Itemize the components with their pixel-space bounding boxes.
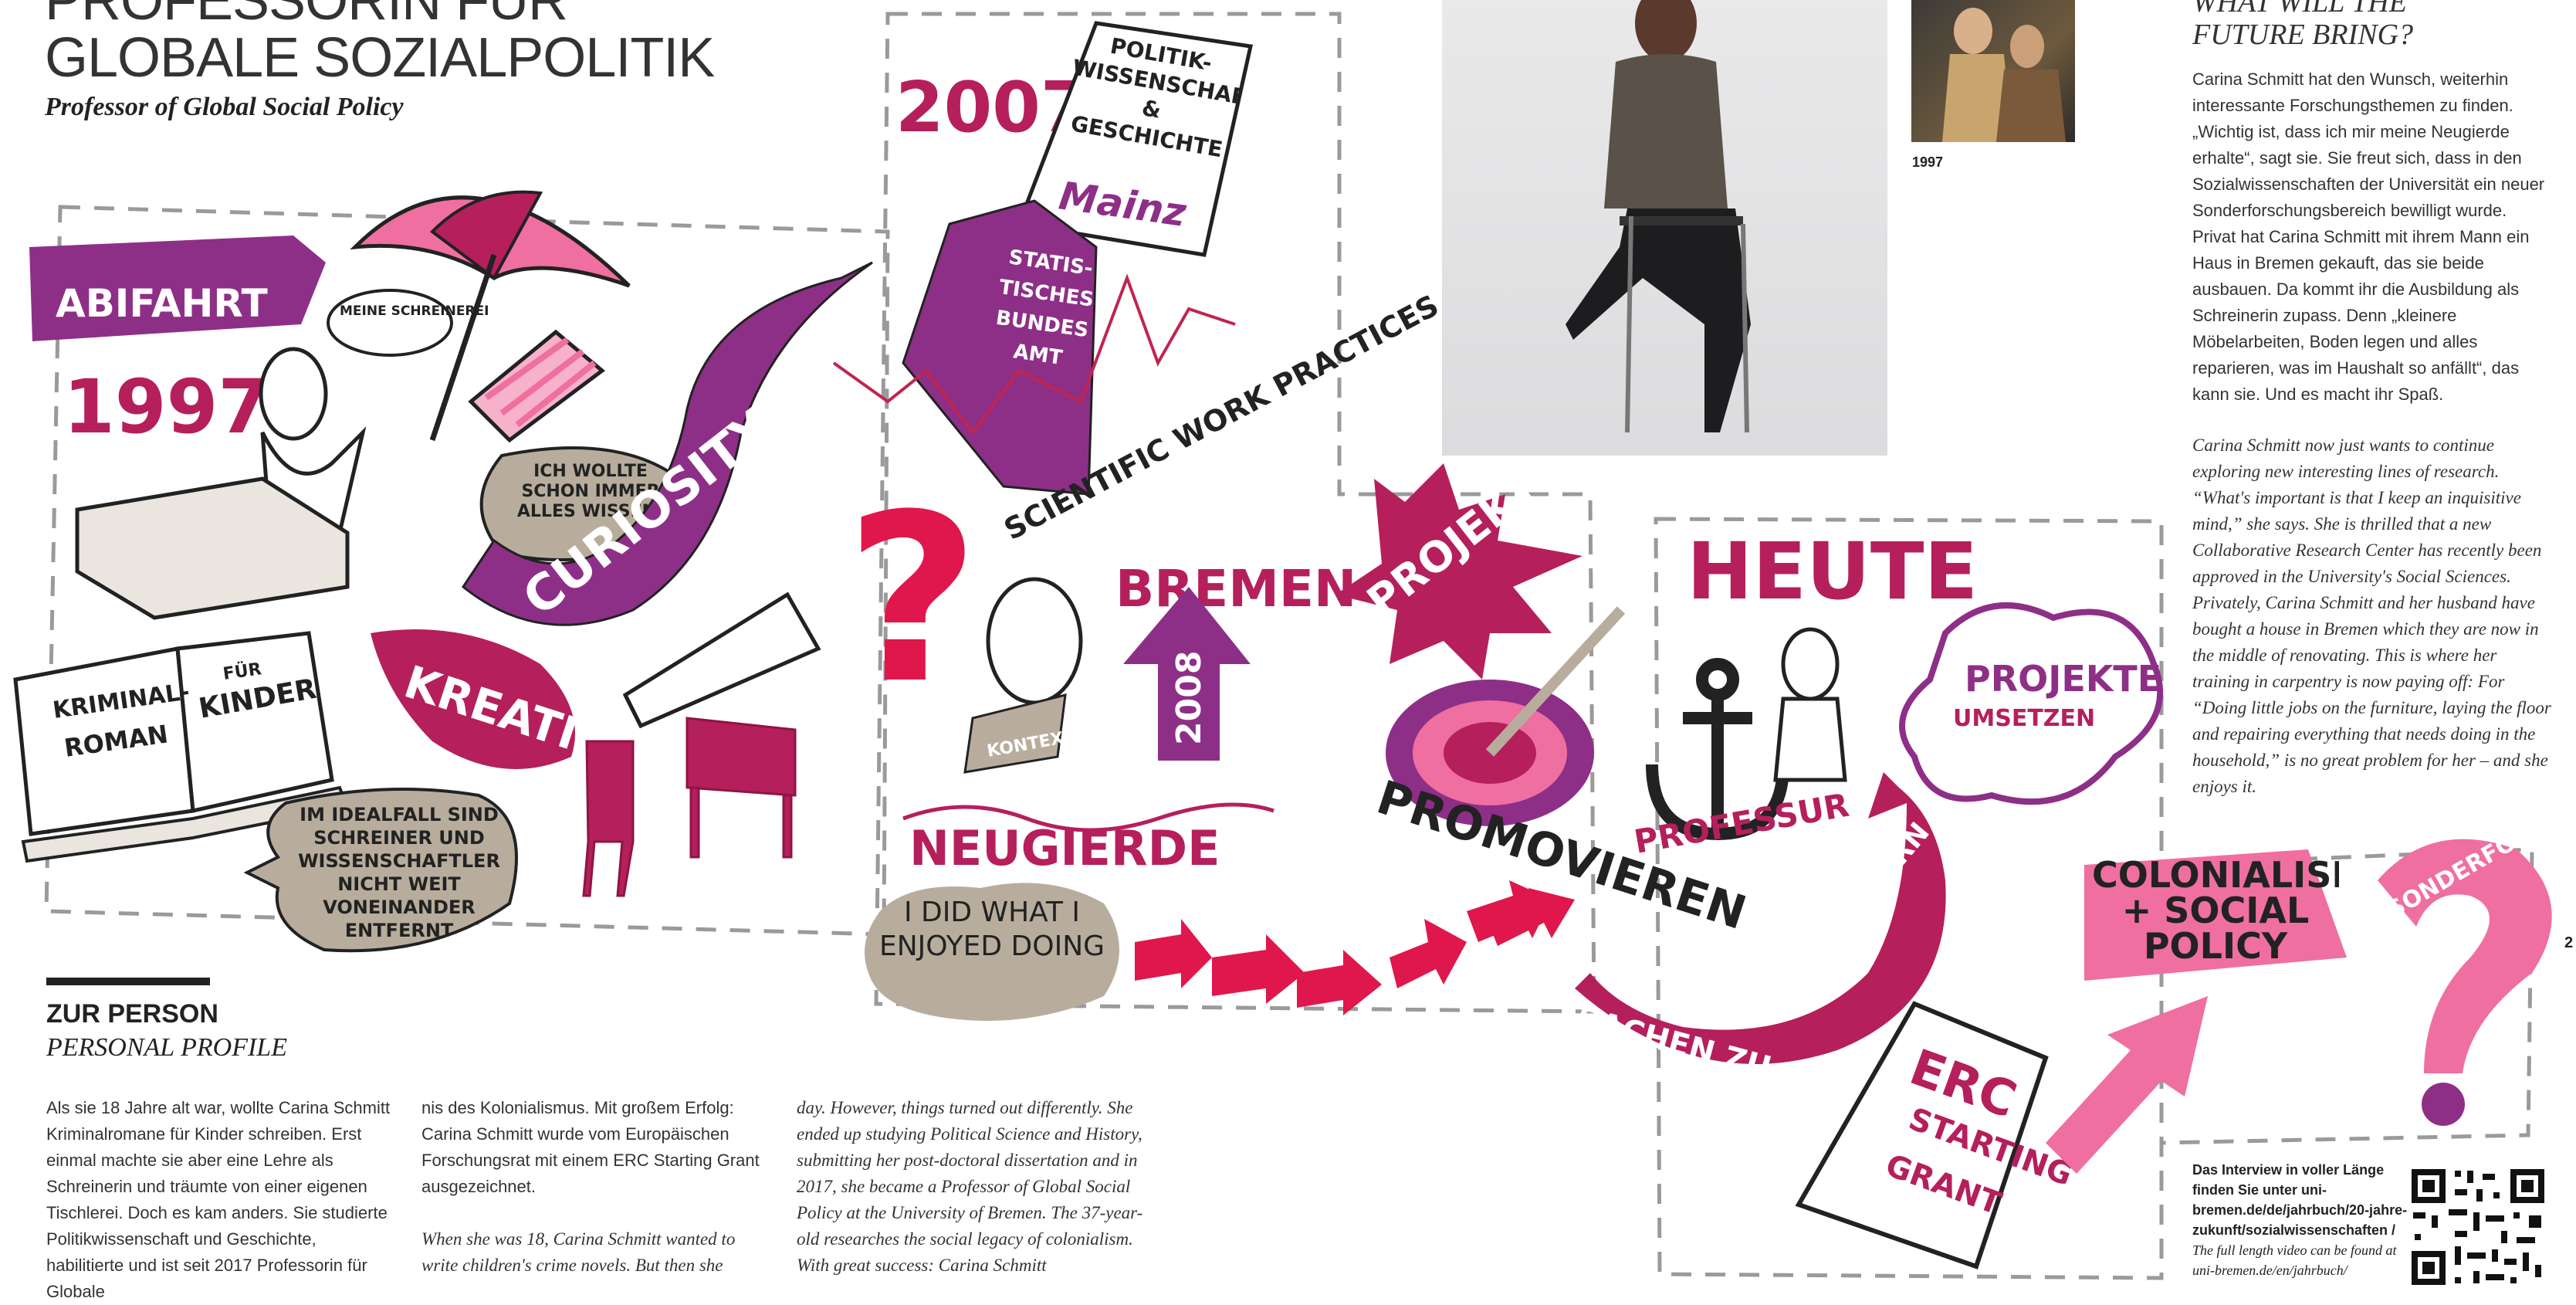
year-2008-label: 2008 — [1170, 651, 1209, 745]
sachen-zu-label: SACHEN ZU — [1572, 1000, 1775, 1086]
future-text-en: Carina Schmitt now just wants to continu… — [2192, 432, 2551, 800]
interview-note-en: The full length video can be found at un… — [2192, 1240, 2416, 1280]
page-number: 2 — [2564, 934, 2573, 952]
colonialism-badge: COLONIALISM + SOCIAL POLICY — [2084, 849, 2347, 981]
arrow-chain — [1135, 880, 1575, 1015]
umsetzen-label: UMSETZEN — [1953, 705, 2095, 732]
profile-col3-en: day. However, things turned out differen… — [797, 1095, 1159, 1279]
profile-divider — [46, 978, 210, 985]
profile-col2-de: nis des Kolonialismus. Mit großem Erfolg… — [421, 1095, 773, 1200]
photo-1997 — [1911, 0, 2075, 142]
future-text-de: Carina Schmitt hat den Wunsch, weiterhin… — [2192, 66, 2549, 408]
chair-table-icon — [584, 718, 795, 896]
bremen-label: BREMEN — [1115, 559, 1356, 619]
future-heading-line1: WHAT WILL THE — [2192, 0, 2532, 19]
building-icon: STATIS-TISCHES BUNDES AMT — [903, 201, 1106, 494]
heute-label: HEUTE — [1687, 526, 1978, 618]
woman-face-icon: KONTEXT — [965, 579, 1081, 772]
meine-schreinerei-label: MEINE SCHREINEREI — [340, 303, 489, 319]
projekte-burst: PROJEKTE UMSETZEN — [1902, 605, 2161, 802]
year-1997-label: 1997 — [63, 364, 269, 450]
neugierde-label: NEUGIERDE — [909, 820, 1220, 876]
seated-woman-figure — [1442, 0, 1887, 456]
saw-icon — [625, 595, 818, 726]
big-pink-arrow — [2046, 996, 2208, 1174]
question-mark-icon: ? — [845, 465, 980, 734]
person-waving-icon — [1775, 629, 1845, 780]
qr-code-icon[interactable] — [2408, 1166, 2547, 1287]
profile-heading: ZUR PERSON — [46, 999, 218, 1029]
professur-label: PROFESSUR — [1631, 786, 1852, 861]
cloud-i-did: I DID WHAT I ENJOYED DOING — [865, 883, 1119, 1021]
future-heading: WHAT WILL THE FUTURE BRING? — [2192, 0, 2532, 51]
curiosity-ribbon: CURIOSITY — [463, 263, 872, 628]
projekte-label: PROJEKTE — [1965, 658, 2161, 700]
deck-chair-icon — [471, 332, 602, 440]
profile-col1: Als sie 18 Jahre alt war, wollte Carina … — [46, 1095, 398, 1305]
i-did-label: I DID WHAT I ENJOYED DOING — [876, 896, 1108, 964]
kreativ-shape: KREATIV — [371, 629, 617, 771]
interview-note: Das Interview in voller Länge finden Sie… — [2192, 1160, 2416, 1280]
profile-subheading: PERSONAL PROFILE — [46, 1033, 287, 1063]
photo-1997-caption: 1997 — [1912, 154, 1943, 171]
abifahrt-label: ABIFAHRT — [56, 281, 268, 326]
portrait-photo — [1442, 0, 1887, 456]
interview-note-de: Das Interview in voller Länge finden Sie… — [2192, 1160, 2416, 1240]
statistisches-label: STATIS-TISCHES BUNDES AMT — [982, 240, 1106, 378]
friends-figure — [1911, 0, 2075, 142]
profile-col2-en: When she was 18, Carina Schmitt wanted t… — [421, 1226, 773, 1279]
speech-bubble-idealfall: IM IDEALFALL SIND SCHREINER UND WISSENSC… — [247, 789, 516, 951]
idealfall-label: IM IDEALFALL SIND SCHREINER UND WISSENSC… — [287, 803, 511, 942]
future-heading-line2: FUTURE BRING? — [2192, 19, 2532, 51]
colonialism-label: COLONIALISM + SOCIAL POLICY — [2092, 857, 2339, 964]
profile-col2: nis des Kolonialismus. Mit großem Erfolg… — [421, 1095, 773, 1279]
abifahrt-banner: ABIFAHRT — [29, 236, 326, 341]
